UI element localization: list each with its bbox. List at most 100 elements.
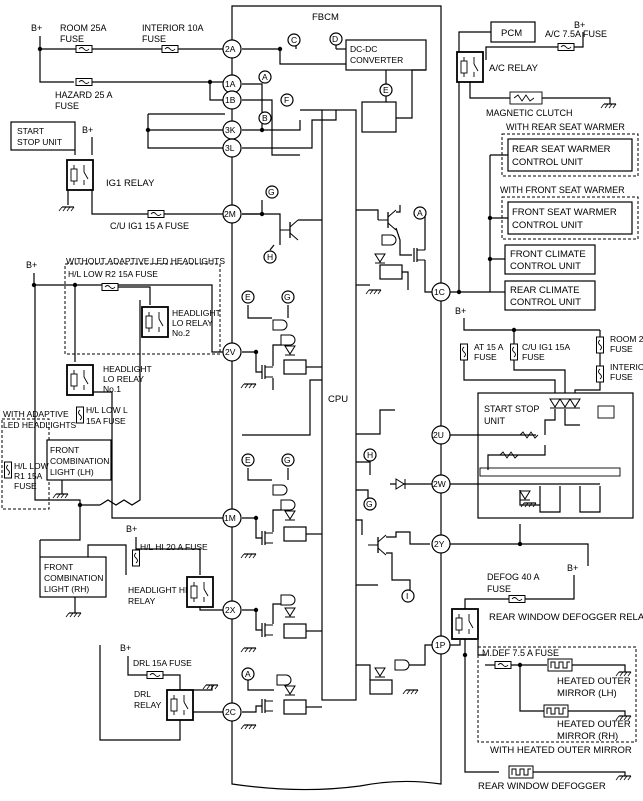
heated-mirror-boundary [477, 646, 637, 743]
rear-warmer-label-2: CONTROL UNIT [512, 157, 583, 168]
pin-1p: 1P [435, 640, 446, 650]
hl-low-l-label-1: H/L LOW L [86, 405, 128, 415]
front-warmer-label-2: CONTROL UNIT [512, 220, 583, 231]
pin-1m: 1M [224, 513, 236, 523]
hl-hi-relay-label-2: RELAY [128, 596, 156, 606]
with-heated-mirror-label: WITH HEATED OUTER MIRROR [490, 745, 632, 756]
rear-seat-warmer-cu [507, 138, 633, 172]
hl-low-r1-label-3: FUSE [14, 481, 37, 491]
connector-pins: 2A 1A 1B 3K 3L 2M 2V 1M 2X 2C 1C 2U 2W 2… [222, 39, 451, 722]
hl-lo-relay2-label-1: HEADLIGHT [172, 308, 221, 318]
bplus-1: B+ [31, 23, 42, 33]
ig1-relay-icon [66, 159, 94, 191]
ref-h-2: H [367, 450, 373, 460]
hazard-fuse-label-1: HAZARD 25 A [55, 90, 113, 100]
with-front-warmer-label: WITH FRONT SEAT WARMER [500, 185, 625, 195]
with-adaptive-label-1: WITH ADAPTIVE [3, 409, 69, 419]
with-adaptive-label-2: LED HEADLIGHTS [3, 420, 77, 430]
ref-g-2: G [284, 292, 291, 302]
ref-c: C [291, 35, 297, 45]
drl-relay-label-2: RELAY [134, 700, 162, 710]
start-stop-r-label-2: UNIT [484, 416, 505, 426]
front-combination-light-rh [39, 556, 107, 598]
without-adaptive-label: WITHOUT ADAPTIVE LED HEADLIGHTS [66, 256, 225, 266]
ig1-relay-label: IG1 RELAY [106, 178, 155, 189]
fbcm-title: FBCM [312, 12, 339, 23]
pin-1c: 1C [434, 287, 445, 297]
pin-2m: 2M [224, 209, 236, 219]
right-circuits: PCM A/C 7.5A FUSE B+ A/C RELAY MAGNETIC … [390, 20, 643, 792]
room-fuse-r-label-2: FUSE [610, 344, 633, 354]
pcm-label: PCM [501, 28, 522, 39]
ref-a-1: A [262, 72, 268, 82]
rear-climate-label-1: REAR CLIMATE [510, 285, 580, 296]
front-combination-light-lh [46, 439, 112, 481]
hl-lo-relay1-label-3: No.1 [103, 384, 121, 394]
dcdc-label-1: DC-DC [350, 44, 377, 54]
ref-i: I [406, 591, 408, 601]
ref-e-2: E [245, 292, 251, 302]
fbcm-module: FBCM CPU DC-DC CONVERTER [231, 5, 442, 791]
interior-fuse-r-label-2: FUSE [610, 372, 633, 382]
rear-defogger-label: REAR WINDOW DEFOGGER [478, 781, 606, 792]
start-stop-r-label-1: START STOP [484, 404, 539, 414]
mirror-lh-label-2: MIRROR (LH) [557, 688, 617, 699]
hl-low-r1-label-1: H/L LOW [14, 461, 49, 471]
cu-ig1-fuse-label: C/U IG1 15 A FUSE [110, 221, 189, 231]
interior-fuse-label-2: FUSE [142, 34, 166, 44]
rear-warmer-label-1: REAR SEAT WARMER [512, 144, 611, 155]
defog-fuse-label-2: FUSE [487, 584, 511, 594]
defog-fuse-label-1: DEFOG 40 A [487, 572, 540, 582]
ref-d: D [332, 34, 338, 44]
front-climate-cu [504, 244, 596, 275]
front-comb-lh-label-2: COMBINATION [50, 456, 109, 466]
front-climate-label-2: CONTROL UNIT [510, 261, 581, 272]
pin-1a: 1A [225, 79, 236, 89]
hl-lo-relay2-label-3: No.2 [172, 328, 190, 338]
ref-g-3: G [284, 455, 291, 465]
pin-3k: 3K [225, 125, 236, 135]
mirror-lh-label-1: HEATED OUTER [557, 676, 631, 687]
ref-g-1: G [268, 187, 275, 197]
drl-relay-icon [166, 689, 194, 721]
ref-g-4: G [366, 499, 373, 509]
hl-low-r2-label: H/L LOW R2 15A FUSE [68, 269, 158, 279]
ref-f: F [284, 95, 289, 105]
start-stop-label-1: START [17, 126, 44, 136]
ref-h-1: H [267, 252, 273, 262]
room-fuse-label-1: ROOM 25A [60, 23, 107, 33]
pin-2c: 2C [225, 707, 236, 717]
bplus-7: B+ [455, 306, 466, 316]
start-stop-unit-box [10, 121, 76, 151]
rear-climate-label-2: CONTROL UNIT [510, 297, 581, 308]
hl-low-l-label-2: 15A FUSE [86, 416, 126, 426]
drl-relay-label-1: DRL [134, 689, 151, 699]
pin-2y: 2Y [434, 539, 445, 549]
front-comb-rh-label-1: FRONT [44, 562, 73, 572]
junction-dots [31, 46, 523, 668]
ac-relay-icon [456, 51, 484, 83]
left-circuits: B+ ROOM 25A FUSE INTERIOR 10A FUSE HAZAR… [1, 23, 225, 741]
interior-fuse-label-1: INTERIOR 10A [142, 23, 204, 33]
front-comb-rh-label-3: LIGHT (RH) [44, 584, 89, 594]
ref-a-3: A [245, 669, 251, 679]
hl-lo-relay-2-icon [141, 306, 169, 338]
hl-lo-relay1-label-2: LO RELAY [103, 374, 144, 384]
ref-a-2: A [417, 208, 423, 218]
pin-1b: 1B [225, 95, 236, 105]
rear-climate-cu [504, 280, 596, 311]
bplus-2: B+ [82, 125, 93, 135]
pin-2u: 2U [433, 430, 444, 440]
start-stop-label-2: STOP UNIT [17, 137, 62, 147]
front-warmer-label-1: FRONT SEAT WARMER [512, 207, 617, 218]
reference-markers: C D A F B E G H A E G H E G G I A [241, 32, 427, 681]
front-comb-lh-label-1: FRONT [50, 445, 79, 455]
hl-lo-relay1-label-1: HEADLIGHT [103, 364, 152, 374]
hl-hi-relay-label-1: HEADLIGHT HI [128, 585, 187, 595]
interior-fuse-r-label-1: INTERIOR 10A [610, 362, 643, 372]
hl-lo-relay-1-icon [66, 364, 94, 396]
ref-e-3: E [245, 455, 251, 465]
pin-2x: 2X [225, 605, 236, 615]
mirror-rh-label-2: MIRROR (RH) [557, 731, 618, 742]
